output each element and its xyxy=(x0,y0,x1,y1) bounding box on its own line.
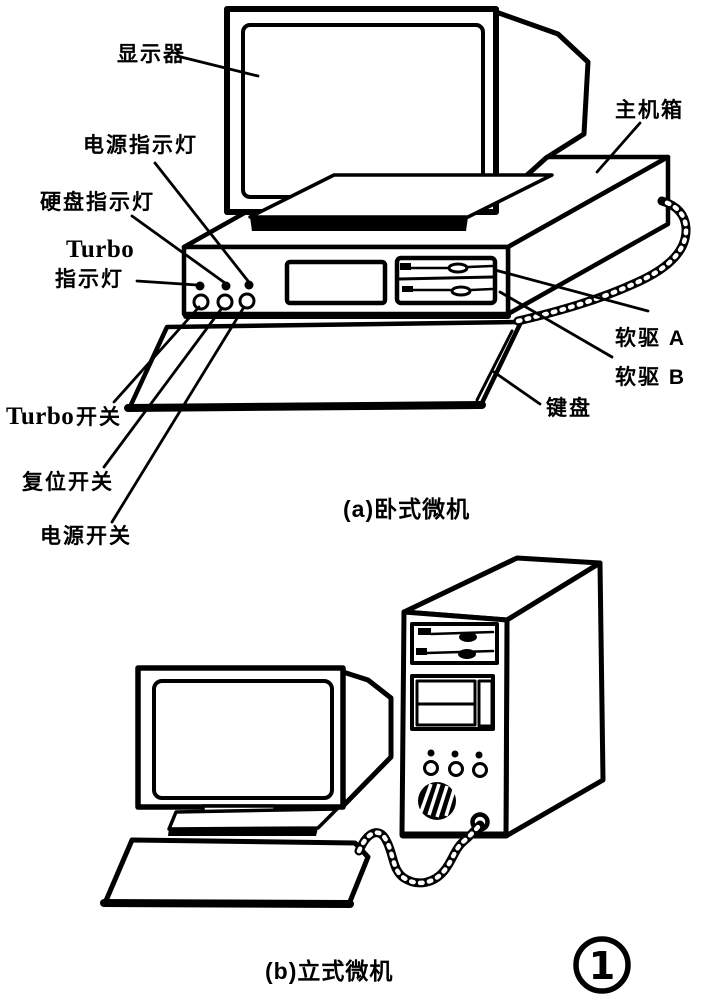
keyboard-a-front-edge xyxy=(124,401,486,412)
pointer-keyboard xyxy=(492,370,542,406)
label-floppy-a: 软驱 A xyxy=(615,326,686,350)
tower-floppy-2-mark xyxy=(416,648,427,655)
labels-a: 显示器 主机箱 电源指示灯 硬盘指示灯 Turbo 指示灯 软驱 A 软驱 B … xyxy=(6,43,686,548)
label-turbo-switch-cn: 开关 xyxy=(76,405,122,429)
keyboard-a xyxy=(124,319,524,412)
caption-b: (b)立式微机 xyxy=(265,958,393,984)
pointer-turbo-indicator xyxy=(135,279,199,287)
floppy-a-slot-mark xyxy=(400,263,411,270)
pointer-main-case xyxy=(595,121,642,174)
pointer-power-indicator xyxy=(153,161,250,283)
floppy-bay-divider xyxy=(397,275,495,281)
label-floppy-b: 软驱 B xyxy=(615,365,686,389)
label-power-switch: 电源开关 xyxy=(40,524,132,548)
pointer-monitor xyxy=(179,55,260,78)
floppy-a-eject-button xyxy=(447,262,469,274)
label-power-indicator: 电源指示灯 xyxy=(83,134,198,157)
floppy-bay-a xyxy=(394,255,498,306)
label-monitor: 显示器 xyxy=(117,43,186,66)
monitor-b xyxy=(135,665,394,836)
keyboard-cable-b xyxy=(354,820,485,888)
tower-floppy-2-eject xyxy=(458,649,476,659)
keylock-hatch-1 xyxy=(419,783,433,813)
page-marker-number: 1 xyxy=(589,944,615,988)
tower-led-1 xyxy=(427,749,435,757)
tower-led-2 xyxy=(451,750,459,758)
monitor-b-base-top xyxy=(167,807,339,831)
pointer-lines-a xyxy=(102,55,650,524)
keylock-hatch-2 xyxy=(427,783,441,816)
keyboard-b-body xyxy=(102,837,371,907)
pointer-reset-switch xyxy=(102,306,224,469)
monitor-b-side xyxy=(340,669,394,809)
reset-switch-button xyxy=(216,293,234,311)
cable-b-coil-rings xyxy=(356,822,483,886)
keyboard-b-front-edge xyxy=(100,899,354,908)
tower-floppy-1-mark xyxy=(418,628,431,635)
pointer-hdd-indicator xyxy=(130,214,227,285)
tower-drive-bay-strip xyxy=(477,679,494,728)
label-turbo-indicator-cn: 指示灯 xyxy=(55,268,124,291)
monitor-a-base-front xyxy=(250,217,468,231)
turbo-led-dot xyxy=(195,281,205,291)
monitor-b-screen xyxy=(152,679,334,800)
keyboard-b xyxy=(100,837,371,908)
tower-floppy-1-slot xyxy=(429,630,495,636)
monitor-a-screen xyxy=(241,23,485,199)
keylock-hatch-3 xyxy=(435,785,449,818)
label-keyboard: 键盘 xyxy=(546,396,592,420)
tower-button-2 xyxy=(448,761,464,777)
tower-button-3 xyxy=(472,762,488,778)
label-hdd-indicator: 硬盘指示灯 xyxy=(40,190,155,214)
cable-a-coil-rings xyxy=(515,198,689,324)
keyboard-a-right-fold xyxy=(475,329,514,402)
pointer-power-switch xyxy=(110,305,246,524)
floppy-b-slot-mark xyxy=(402,286,413,292)
caption-a: (a)卧式微机 xyxy=(343,496,470,522)
pointer-floppy-b xyxy=(498,290,614,359)
pointer-turbo-switch xyxy=(112,305,201,404)
tower-case xyxy=(399,555,606,839)
tower-led-3 xyxy=(475,751,483,759)
label-main-case: 主机箱 xyxy=(615,98,684,122)
monitor-a xyxy=(224,6,591,231)
turbo-switch-button xyxy=(192,293,210,311)
floppy-b-slot-line-right xyxy=(469,287,494,292)
tower-floppy-1-eject xyxy=(459,632,477,642)
figure-a: 显示器 主机箱 电源指示灯 硬盘指示灯 Turbo 指示灯 软驱 A 软驱 B … xyxy=(6,6,691,548)
panel-window xyxy=(284,259,388,306)
monitor-b-base-front xyxy=(168,828,318,836)
label-reset-switch: 复位开关 xyxy=(21,470,114,494)
label-turbo-indicator-en: Turbo xyxy=(66,236,134,263)
page-marker-circle xyxy=(573,936,631,994)
label-turbo-switch-en: Turbo xyxy=(6,403,74,430)
keyboard-cable-a xyxy=(513,196,691,326)
pointer-floppy-a xyxy=(493,268,650,313)
power-led-dot xyxy=(244,280,254,290)
power-switch-button xyxy=(238,292,256,310)
page-marker: 1 xyxy=(573,936,631,994)
keylock-hatch-4 xyxy=(444,789,456,817)
floppy-b-eject-button xyxy=(450,285,472,297)
floppy-a-slot-line-right xyxy=(466,264,494,269)
tower-button-1 xyxy=(423,760,439,776)
front-panel-a xyxy=(192,255,498,311)
figure-b: (b)立式微机 xyxy=(100,555,606,984)
